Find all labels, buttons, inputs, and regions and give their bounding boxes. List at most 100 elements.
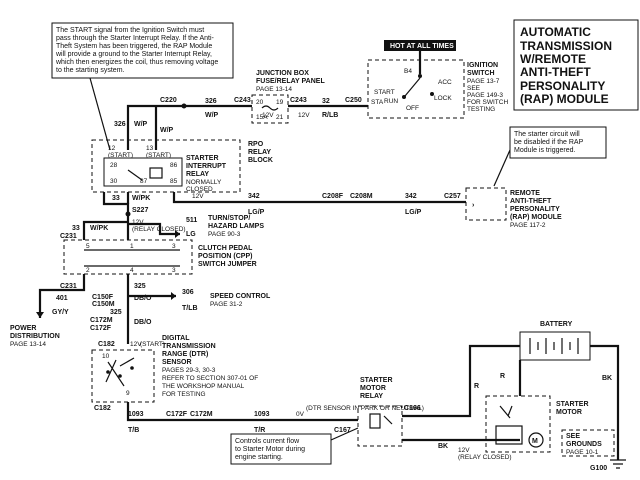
svg-text:R: R xyxy=(474,383,479,390)
svg-text:342: 342 xyxy=(248,193,260,200)
note-line: pass through the Starter Interrupt Relay… xyxy=(56,35,215,42)
svg-text:PAGE 10-1: PAGE 10-1 xyxy=(566,449,599,456)
svg-text:RELAY: RELAY xyxy=(360,393,383,400)
svg-text:1: 1 xyxy=(130,243,134,250)
svg-text:STARTER: STARTER xyxy=(186,155,219,162)
starter-motor: M STARTER MOTOR xyxy=(485,360,589,453)
svg-text:C208F: C208F xyxy=(322,193,344,200)
lower-left-wiring: C231 401 GY/Y 325 DB/O C150F C150M 306 T… xyxy=(10,274,271,348)
svg-text:C257: C257 xyxy=(444,193,461,200)
svg-text:342: 342 xyxy=(405,193,417,200)
svg-text:19: 19 xyxy=(276,99,284,106)
svg-text:C231: C231 xyxy=(60,233,77,240)
svg-text:C172F: C172F xyxy=(90,325,112,332)
note-line: The starter circuit will xyxy=(514,131,580,138)
svg-text:33: 33 xyxy=(72,225,80,232)
svg-text:PAGE 90-3: PAGE 90-3 xyxy=(208,231,241,238)
svg-text:DISTRIBUTION: DISTRIBUTION xyxy=(10,333,60,340)
svg-text:C172F: C172F xyxy=(166,411,188,418)
svg-text:JUNCTION BOX: JUNCTION BOX xyxy=(256,70,309,77)
svg-text:325: 325 xyxy=(110,309,122,316)
note-line: Controls current flow xyxy=(235,438,300,445)
svg-text:SWITCH JUMPER: SWITCH JUMPER xyxy=(198,261,257,268)
svg-text:32: 32 xyxy=(322,98,330,105)
title-line: ANTI-THEFT xyxy=(520,65,591,79)
svg-text:C167: C167 xyxy=(334,427,351,434)
svg-text:POSITION (CPP): POSITION (CPP) xyxy=(198,253,252,260)
svg-text:C208M: C208M xyxy=(350,193,373,200)
svg-text:S227: S227 xyxy=(132,207,148,214)
rap-wiring: 342 LG/P C208F C208M 342 LG/P C257 12V xyxy=(172,192,466,216)
svg-text:SEE: SEE xyxy=(467,85,481,92)
svg-text:W/P: W/P xyxy=(134,121,148,128)
svg-text:87: 87 xyxy=(140,178,148,185)
svg-text:12V: 12V xyxy=(262,112,274,119)
title-line: AUTOMATIC xyxy=(520,25,591,39)
svg-text:C231: C231 xyxy=(60,283,77,290)
svg-text:REFER TO SECTION 307-01 OF: REFER TO SECTION 307-01 OF xyxy=(162,375,258,382)
note-line: to the starting system. xyxy=(56,67,125,74)
svg-text:401: 401 xyxy=(56,295,68,302)
svg-text:PAGE 149-3: PAGE 149-3 xyxy=(467,92,503,99)
svg-text:4: 4 xyxy=(130,267,134,274)
svg-text:LG/P: LG/P xyxy=(405,209,422,216)
svg-text:THE WORKSHOP MANUAL: THE WORKSHOP MANUAL xyxy=(162,383,245,390)
svg-text:PAGES 29-3, 30-3: PAGES 29-3, 30-3 xyxy=(162,367,216,374)
svg-text:306: 306 xyxy=(182,289,194,296)
svg-text:1093: 1093 xyxy=(128,411,144,418)
rap-module: › REMOTE ANTI-THEFT PERSONALITY (RAP) MO… xyxy=(465,187,562,229)
svg-text:M: M xyxy=(532,438,538,445)
svg-text:T/LB: T/LB xyxy=(182,305,198,312)
svg-text:HAZARD LAMPS: HAZARD LAMPS xyxy=(208,223,264,230)
relay-feed-wiring: 1093 T/B C172F C172M 1093 T/R 0V (DTR SE… xyxy=(126,402,424,434)
svg-text:3: 3 xyxy=(172,243,176,250)
svg-text:12V: 12V xyxy=(192,193,204,200)
note-line: will provide a ground to the Starter Int… xyxy=(55,51,212,58)
diagram-title: AUTOMATIC TRANSMISSION W/REMOTE ANTI-THE… xyxy=(513,19,639,111)
svg-text:(RELAY CLOSED): (RELAY CLOSED) xyxy=(458,454,512,461)
junction-box: JUNCTION BOX FUSE/RELAY PANEL PAGE 13-14… xyxy=(251,70,325,124)
grounds-reference: SEE GROUNDS PAGE 10-1 G100 xyxy=(561,429,626,472)
svg-text:MOTOR: MOTOR xyxy=(360,385,386,392)
svg-text:R: R xyxy=(500,373,505,380)
svg-text:DB/O: DB/O xyxy=(134,319,152,326)
svg-text:C150M: C150M xyxy=(92,301,115,308)
dtr-sensor: 10 12V (START) 9 DIGITAL TRANSMISSION RA… xyxy=(91,335,258,412)
svg-text:W/P: W/P xyxy=(160,127,174,134)
note-line: be disabled if the RAP xyxy=(514,139,584,146)
svg-text:R/LB: R/LB xyxy=(322,112,338,119)
svg-text:10: 10 xyxy=(102,353,110,360)
svg-text:DIGITAL: DIGITAL xyxy=(162,335,190,342)
svg-text:GY/Y: GY/Y xyxy=(52,309,69,316)
svg-text:(RELAY CLOSED): (RELAY CLOSED) xyxy=(132,226,186,233)
note-line: Theft System has been triggered, the RAP… xyxy=(56,43,212,50)
svg-text:REMOTE: REMOTE xyxy=(510,190,540,197)
svg-text:C150F: C150F xyxy=(92,294,114,301)
svg-text:326: 326 xyxy=(114,121,126,128)
svg-text:C220: C220 xyxy=(160,97,177,104)
svg-text:PERSONALITY: PERSONALITY xyxy=(510,206,560,213)
svg-text:STA: STA xyxy=(371,99,384,106)
svg-text:PAGE 13-14: PAGE 13-14 xyxy=(256,86,292,93)
note-start-signal: The START signal from the Ignition Switc… xyxy=(51,22,234,151)
note-line: to Starter Motor during xyxy=(235,446,305,453)
svg-text:15A: 15A xyxy=(256,114,268,121)
svg-text:SEE: SEE xyxy=(566,433,580,440)
svg-text:(RAP) MODULE: (RAP) MODULE xyxy=(510,214,562,221)
rpo-relay-block: 12 (START) 13 (START) 28 86 30 85 87 RPO… xyxy=(91,139,273,193)
svg-text:(DTR SENSOR IN PARK OR NEUTRAL: (DTR SENSOR IN PARK OR NEUTRAL) xyxy=(306,405,424,412)
svg-text:TESTING: TESTING xyxy=(467,106,495,113)
svg-text:0V: 0V xyxy=(296,411,305,418)
svg-text:STARTER: STARTER xyxy=(556,401,589,408)
svg-text:›: › xyxy=(472,202,475,209)
svg-text:1093: 1093 xyxy=(254,411,270,418)
svg-text:B4: B4 xyxy=(404,68,412,75)
svg-text:T/R: T/R xyxy=(254,427,265,434)
note-line: Module is triggered. xyxy=(514,147,576,154)
svg-text:TRANSMISSION: TRANSMISSION xyxy=(162,343,216,350)
svg-text:STARTER: STARTER xyxy=(360,377,393,384)
note-relay-flow: Controls current flow to Starter Motor d… xyxy=(230,427,359,465)
note-line: The START signal from the Ignition Switc… xyxy=(56,27,204,34)
svg-text:RANGE (DTR): RANGE (DTR) xyxy=(162,351,208,358)
hot-at-all-times: HOT AT ALL TIMES xyxy=(384,40,456,51)
